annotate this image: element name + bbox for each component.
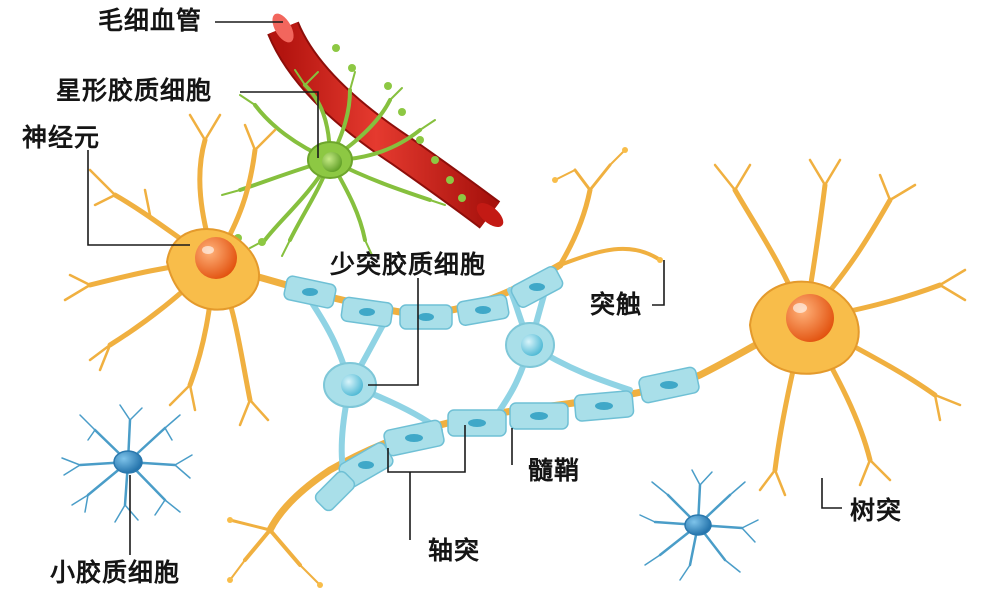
microglia-left [61,404,193,523]
label-oligodendrocyte: 少突胶质细胞 [330,250,487,279]
astrocyte [221,44,466,257]
label-synapse: 突触 [590,290,643,319]
label-microglia: 小胶质细胞 [50,558,181,587]
leader-astrocyte [240,91,319,158]
label-axon: 轴突 [428,536,481,565]
label-capillary: 毛细血管 [98,6,203,35]
leader-oligodendrocyte [368,278,419,386]
leader-lines [87,21,842,555]
leader-axon [387,425,466,540]
axon-terminal-top [552,147,663,268]
label-astrocyte: 星形胶质细胞 [56,76,213,105]
leader-neuron [87,150,190,246]
microglia-right [639,469,759,581]
oligodendrocyte-cell [323,362,377,408]
leader-synapse [652,260,665,306]
label-dendrite: 树突 [850,496,903,525]
axon-terminal-bottom [227,517,323,588]
leader-dendrite [821,478,842,509]
neuron-right [266,158,967,534]
oligodendrocyte-cell [505,322,555,368]
myelin-sheaths-bottom [314,366,700,512]
label-myelin-sheath: 髓鞘 [528,456,581,485]
myelin-sheaths-top [283,266,564,330]
label-neuron: 神经元 [22,123,101,152]
